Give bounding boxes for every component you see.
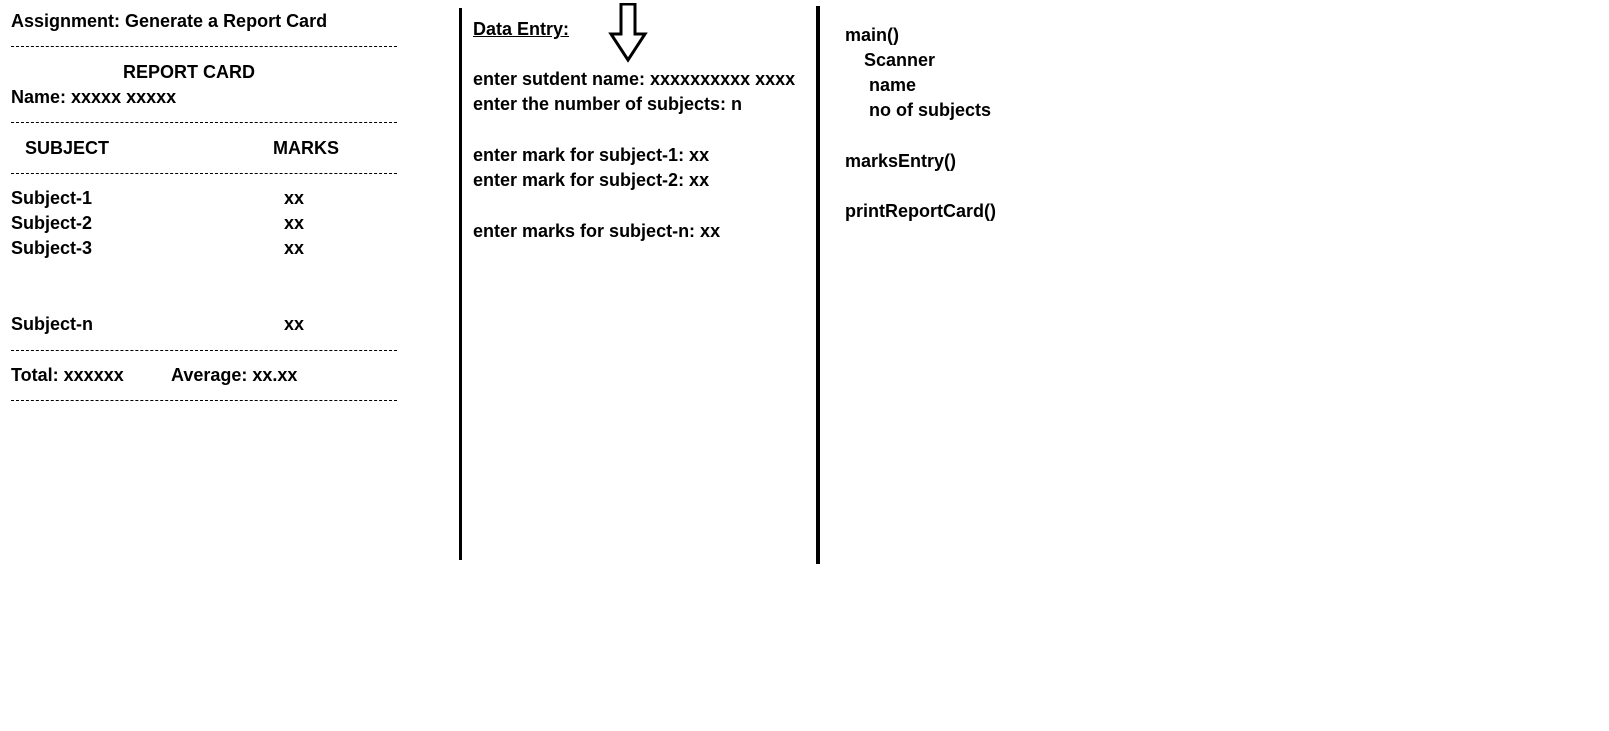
report-card-title: REPORT CARD — [123, 62, 256, 82]
function-no-of-subjects: no of subjects — [869, 100, 992, 120]
panel-divider — [459, 8, 462, 560]
function-marks-entry: marksEntry() — [845, 151, 957, 171]
dashed-separator — [11, 173, 397, 174]
subject-marks: xx — [284, 188, 305, 208]
panel-divider — [816, 6, 820, 564]
subject-name: Subject-n — [11, 314, 94, 334]
data-entry-heading: Data Entry: — [473, 19, 570, 39]
down-arrow-icon — [608, 3, 648, 63]
entry-prompt: enter the number of subjects: n — [473, 94, 743, 114]
subject-marks: xx — [284, 213, 305, 233]
entry-prompt: enter sutdent name: xxxxxxxxxx xxxx — [473, 69, 796, 89]
function-name: name — [869, 75, 917, 95]
dashed-separator — [11, 46, 397, 47]
marks-column-header: MARKS — [273, 138, 339, 158]
dashed-separator — [11, 350, 397, 351]
entry-prompt: enter mark for subject-2: xx — [473, 170, 710, 190]
subject-name: Subject-3 — [11, 238, 93, 258]
average-line: Average: xx.xx — [171, 365, 298, 385]
function-print-report-card: printReportCard() — [845, 201, 996, 221]
function-main: main() — [845, 25, 899, 45]
entry-prompt: enter mark for subject-1: xx — [473, 145, 710, 165]
subject-marks: xx — [284, 238, 305, 258]
entry-prompt: enter marks for subject-n: xx — [473, 221, 721, 241]
student-name-line: Name: xxxxx xxxxx — [11, 87, 177, 107]
dashed-separator — [11, 122, 397, 123]
subject-name: Subject-2 — [11, 213, 93, 233]
total-line: Total: xxxxxx — [11, 365, 124, 385]
subject-column-header: SUBJECT — [25, 138, 110, 158]
function-scanner: Scanner — [864, 50, 936, 70]
subject-name: Subject-1 — [11, 188, 93, 208]
dashed-separator — [11, 400, 397, 401]
subject-marks: xx — [284, 314, 305, 334]
assignment-title: Assignment: Generate a Report Card — [11, 11, 328, 31]
